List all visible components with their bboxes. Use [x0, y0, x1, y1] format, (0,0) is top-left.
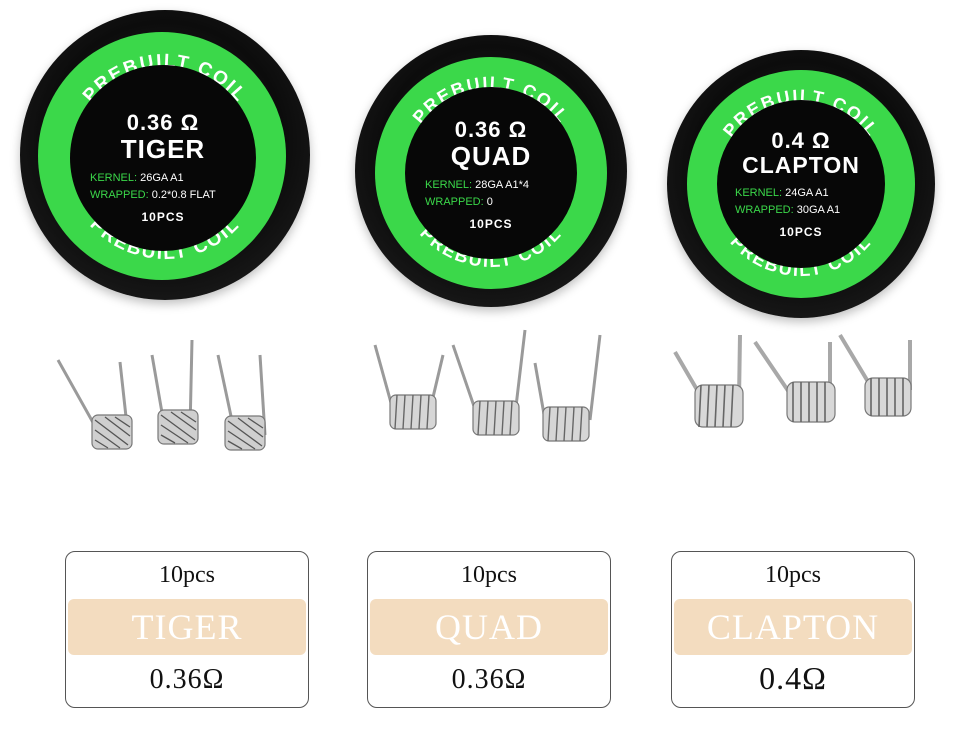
- spool-quad: PREBUILT COIL PREBUILT COIL 0.36 Ω QUAD …: [355, 35, 627, 307]
- spool-resistance: 0.36 Ω: [126, 110, 200, 135]
- spool-resistance: 0.36 Ω: [454, 117, 528, 142]
- spool-count: 10PCS: [141, 210, 185, 225]
- kernel-value: 26GA A1: [140, 172, 184, 184]
- spool-count: 10PCS: [469, 217, 513, 232]
- tiger-coils-image: [56, 339, 267, 451]
- spool-inner-label: 0.36 Ω QUAD KERNEL: 28GA A1*4 WRAPPED: 0…: [405, 87, 577, 259]
- card-name-band: QUAD: [370, 599, 608, 655]
- kernel-label: KERNEL:: [90, 172, 138, 184]
- spool-count: 10PCS: [779, 225, 823, 240]
- card-resistance: 0.36Ω: [451, 664, 527, 695]
- wrapped-value: 30GA A1: [796, 204, 841, 217]
- card-name-band: TIGER: [68, 599, 306, 655]
- spool-model: TIGER: [120, 134, 206, 164]
- spool-tiger: PREBUILT COIL PREBUILT COIL 0.36 Ω TIGER…: [20, 10, 310, 300]
- spool-resistance: 0.4 Ω: [771, 128, 831, 153]
- spool-inner-label: 0.36 Ω TIGER KERNEL: 26GA A1 WRAPPED: 0.…: [70, 65, 256, 251]
- wrapped-label: WRAPPED:: [90, 189, 149, 202]
- spool-model: CLAPTON: [742, 152, 860, 178]
- wrapped-label: WRAPPED:: [425, 196, 484, 209]
- card-quantity: 10pcs: [159, 562, 215, 588]
- wrapped-label: WRAPPED:: [735, 204, 794, 217]
- product-card-quad: 10pcs QUAD 0.36Ω: [367, 551, 611, 708]
- kernel-value: 24GA A1: [785, 187, 829, 199]
- quad-coils-image: [373, 329, 602, 442]
- wrapped-value: 0: [486, 196, 493, 209]
- kernel-label: KERNEL:: [425, 179, 473, 191]
- card-quantity: 10pcs: [461, 562, 517, 588]
- wrapped-value: 0.2*0.8 FLAT: [151, 189, 216, 202]
- card-quantity: 10pcs: [765, 562, 821, 588]
- card-resistance: 0.36Ω: [149, 664, 225, 695]
- product-card-tiger: 10pcs TIGER 0.36Ω: [65, 551, 309, 708]
- kernel-value: 28GA A1*4: [475, 179, 529, 191]
- spool-clapton: PREBUILT COIL PREBUILT COIL 0.4 Ω CLAPTO…: [667, 50, 935, 318]
- product-card-clapton: 10pcs CLAPTON 0.4Ω: [671, 551, 915, 708]
- clapton-coils-image: [673, 333, 912, 428]
- spool-model: QUAD: [450, 141, 532, 171]
- card-resistance: 0.4Ω: [759, 660, 827, 696]
- spool-inner-label: 0.4 Ω CLAPTON KERNEL: 24GA A1 WRAPPED: 3…: [717, 100, 885, 268]
- kernel-label: KERNEL:: [735, 187, 783, 199]
- card-name-band: CLAPTON: [674, 599, 912, 655]
